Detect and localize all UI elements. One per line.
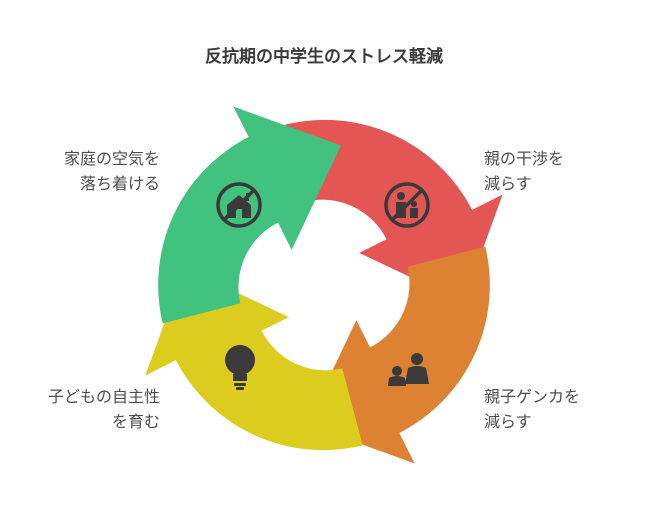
parent-child-icon xyxy=(388,353,429,386)
label-line: 親の干渉を xyxy=(484,149,565,168)
label-line: を育む xyxy=(111,412,160,431)
label-line: 落ち着ける xyxy=(79,174,160,193)
label-reduce-interference: 親の干渉を 減らす xyxy=(484,146,564,196)
label-foster-independence: 子どもの自主性 を育む xyxy=(48,384,160,434)
label-line: 親子ゲンカを xyxy=(484,387,581,406)
no-smoke-house-icon xyxy=(216,182,262,228)
lightbulb-icon xyxy=(225,345,255,390)
label-line: 減らす xyxy=(484,174,532,193)
diagram-title: 反抗期の中学生のストレス軽減 xyxy=(205,47,443,67)
label-line: 子どもの自主性 xyxy=(47,387,160,406)
no-parent-child-icon xyxy=(384,182,430,228)
label-reduce-fights: 親子ゲンカを 減らす xyxy=(484,384,580,434)
label-calm-home: 家庭の空気を 落ち着ける xyxy=(64,146,160,196)
label-line: 家庭の空気を xyxy=(63,149,160,168)
label-line: 減らす xyxy=(484,412,532,431)
